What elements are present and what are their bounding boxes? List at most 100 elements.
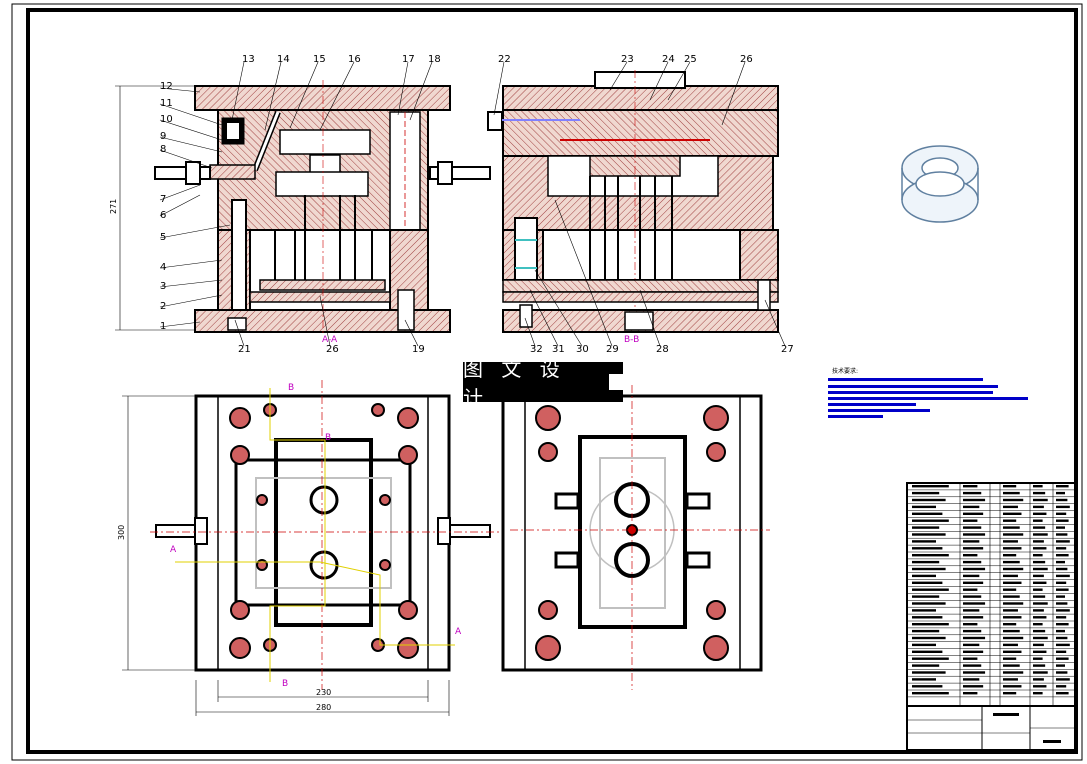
part-label: 24 xyxy=(662,54,675,65)
plan-view-right xyxy=(501,385,770,690)
bom-cell-text xyxy=(963,636,986,640)
bom-cell-text xyxy=(1033,554,1043,557)
bom-cell-text xyxy=(1003,485,1017,488)
bom-cell-text xyxy=(1003,664,1020,667)
bom-cell-text xyxy=(1003,643,1018,647)
bom-cell-text xyxy=(1033,685,1047,688)
bom-cell-text xyxy=(963,671,986,674)
part-label: 8 xyxy=(160,144,166,155)
bom-cell-text xyxy=(1033,533,1048,536)
section-mark-a: A xyxy=(455,627,462,637)
part-label: 32 xyxy=(530,344,543,355)
bom-cell-text xyxy=(1003,685,1022,688)
bom-cell-text xyxy=(1003,498,1024,502)
tech-requirements-bars xyxy=(828,378,1028,418)
bom-cell-text xyxy=(963,533,986,536)
bom-cell-text xyxy=(963,574,980,578)
bom-cell-text xyxy=(1056,685,1067,688)
bom-cell-text xyxy=(1003,650,1022,653)
dim-height-plan: 300 xyxy=(117,525,126,540)
bom-cell-text xyxy=(912,533,946,536)
title-block xyxy=(906,705,1076,751)
part-label: 28 xyxy=(656,344,669,355)
dim-width-outer: 280 xyxy=(316,703,331,712)
cursor-icon xyxy=(609,374,623,390)
bom-cell-text xyxy=(1056,512,1067,515)
bom-cell-text xyxy=(963,609,980,612)
bom-cell-text xyxy=(1003,602,1024,605)
bom-cell-text xyxy=(912,664,940,667)
outer-frame xyxy=(11,3,1083,761)
bom-cell-text xyxy=(963,512,984,515)
inner-frame xyxy=(26,8,1078,754)
bom-cell-text xyxy=(1056,609,1070,612)
tech-requirements-title: 技术要求: xyxy=(832,368,859,375)
bom-cell-text xyxy=(963,685,984,688)
bom-cell-text xyxy=(912,547,943,550)
bom-cell-text xyxy=(1003,547,1022,550)
bom-cell-text xyxy=(912,505,936,509)
bom-cell-text xyxy=(1033,540,1044,543)
bom-cell-text xyxy=(1033,588,1043,591)
bom-cell-text xyxy=(963,554,978,557)
bom-cell-text xyxy=(1003,519,1017,522)
bom-cell-text xyxy=(1033,616,1047,619)
bom-cell-text xyxy=(1003,671,1024,674)
bom-cell-text xyxy=(1003,505,1018,509)
bom-cell-text xyxy=(1056,547,1067,550)
bom-cell-text xyxy=(1003,491,1020,495)
bom-cell-text xyxy=(1003,581,1022,584)
bom-cell-text xyxy=(912,588,949,591)
bom-cell-text xyxy=(963,519,978,522)
bom-cell-text xyxy=(1033,623,1043,626)
bom-cell-text xyxy=(1056,650,1067,653)
bom-cell-text xyxy=(912,678,936,681)
bom-cell-text xyxy=(1003,623,1017,626)
bom-cell-text xyxy=(1033,505,1044,509)
bom-cell-text xyxy=(1056,595,1065,598)
part-label: 5 xyxy=(160,232,166,243)
bom-cell-text xyxy=(912,526,940,529)
part-label: 14 xyxy=(277,54,290,65)
bom-cell-text xyxy=(1033,581,1047,584)
bom-table xyxy=(906,482,1076,707)
bom-cell-text xyxy=(1033,664,1046,667)
bom-cell-text xyxy=(1056,491,1065,495)
bom-cell-text xyxy=(1056,581,1067,584)
section-mark-a: A xyxy=(170,545,177,555)
bom-cell-text xyxy=(963,650,984,653)
dimension-lines xyxy=(115,85,450,716)
bom-cell-text xyxy=(1033,547,1047,550)
bom-cell-text xyxy=(963,588,978,591)
bom-cell-text xyxy=(963,623,978,626)
bom-cell-text xyxy=(912,519,949,522)
part-label: 29 xyxy=(606,344,619,355)
bom-cell-text xyxy=(963,664,982,667)
bom-cell-text xyxy=(912,491,940,495)
bom-cell-text xyxy=(1033,485,1043,488)
part-label: 7 xyxy=(160,194,166,205)
bom-cell-text xyxy=(1003,678,1018,681)
bom-cell-text xyxy=(1003,595,1020,598)
bom-cell-text xyxy=(963,692,978,695)
bom-cell-text xyxy=(1056,526,1065,529)
part-label: 12 xyxy=(160,81,173,92)
part-label: 22 xyxy=(498,54,511,65)
bom-cell-text xyxy=(1056,533,1068,536)
leaders-right xyxy=(493,61,786,347)
part-label: 18 xyxy=(428,54,441,65)
part-label: 13 xyxy=(242,54,255,65)
bom-cell-text xyxy=(1003,657,1017,660)
bom-cell-text xyxy=(963,485,978,488)
part-labels-left: 1 2 3 4 5 6 7 8 9 10 11 12 xyxy=(160,81,173,332)
bom-cell-text xyxy=(1056,623,1069,626)
bom-cell-text xyxy=(1056,629,1065,633)
part-label: 16 xyxy=(348,54,361,65)
bom-cell-text xyxy=(912,595,940,598)
bom-cell-text xyxy=(963,491,982,495)
bom-cell-text xyxy=(1056,485,1069,488)
bom-cell-text xyxy=(1033,602,1048,605)
bom-cell-text xyxy=(963,602,986,605)
bom-cell-text xyxy=(1003,692,1017,695)
